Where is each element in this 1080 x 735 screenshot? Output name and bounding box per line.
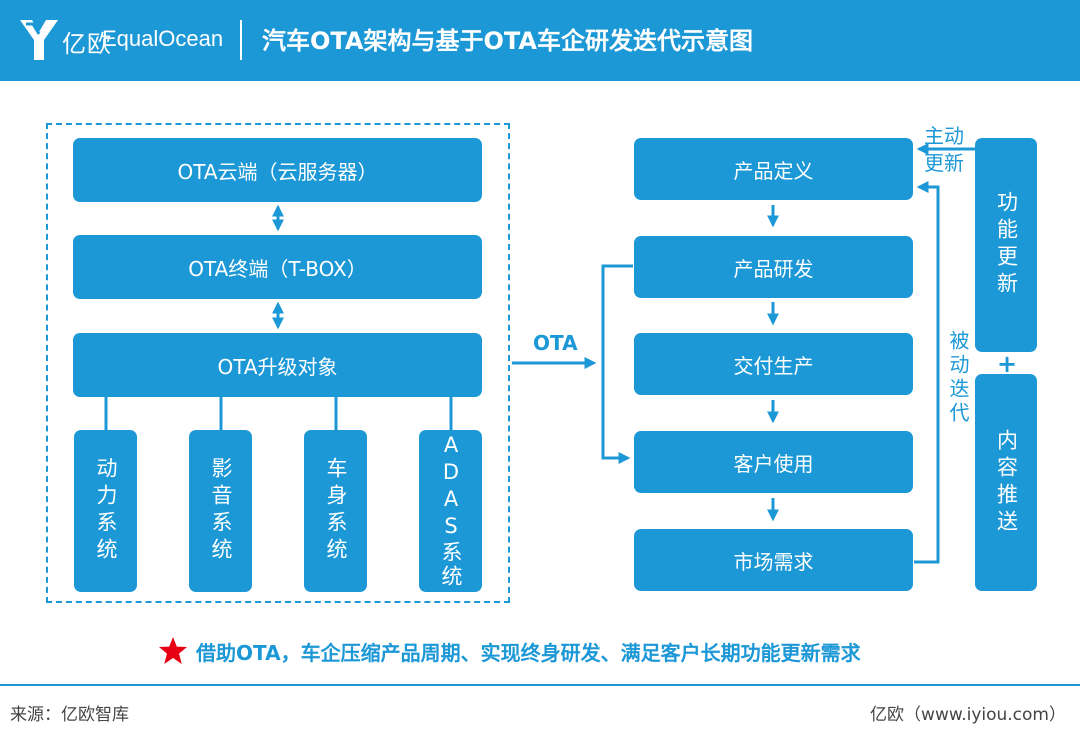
ota-architecture-frame: [46, 123, 510, 603]
equalocean-logo-icon: [20, 20, 58, 60]
active-update-label: 主动更新: [924, 124, 964, 175]
function-update-box: 功能更新: [975, 138, 1037, 352]
star-icon: [159, 637, 187, 664]
site-text: 亿欧（www.iyiou.com）: [870, 705, 1066, 725]
system-box-body: 车身系统: [304, 430, 367, 592]
flow-step-definition: 产品定义: [634, 138, 913, 200]
ota-bracket-line: [601, 264, 633, 464]
header-bar: 亿欧 EqualOcean 汽车OTA架构与基于OTA车企研发迭代示意图: [0, 0, 1080, 81]
system-box-media: 影音系统: [189, 430, 252, 592]
ota-arrow-label: OTA: [533, 331, 578, 355]
passive-loop-line: [914, 181, 940, 564]
flow-step-market-demand: 市场需求: [634, 529, 913, 591]
system-box-adas: ADAS系统: [419, 430, 482, 592]
flow-step-customer-use: 客户使用: [634, 431, 913, 493]
content-push-box: 内容推送: [975, 374, 1037, 591]
logo-cn-text: 亿欧: [62, 30, 112, 58]
ota-target-box: OTA升级对象: [73, 333, 482, 397]
flow-step-production: 交付生产: [634, 333, 913, 395]
flow-step-rnd: 产品研发: [634, 236, 913, 298]
footer-divider: [0, 684, 1080, 686]
header-divider: [240, 20, 242, 60]
passive-iteration-label: 被动迭代: [946, 330, 970, 426]
system-box-power: 动力系统: [74, 430, 137, 592]
ota-cloud-box: OTA云端（云服务器）: [73, 138, 482, 202]
plus-sign: +: [997, 350, 1018, 378]
ota-terminal-box: OTA终端（T-BOX）: [73, 235, 482, 299]
page-title: 汽车OTA架构与基于OTA车企研发迭代示意图: [262, 27, 753, 55]
logo-en-text: EqualOcean: [102, 26, 224, 51]
slogan-text: 借助OTA，车企压缩产品周期、实现终身研发、满足客户长期功能更新需求: [196, 641, 861, 665]
source-text: 来源：亿欧智库: [10, 705, 129, 725]
